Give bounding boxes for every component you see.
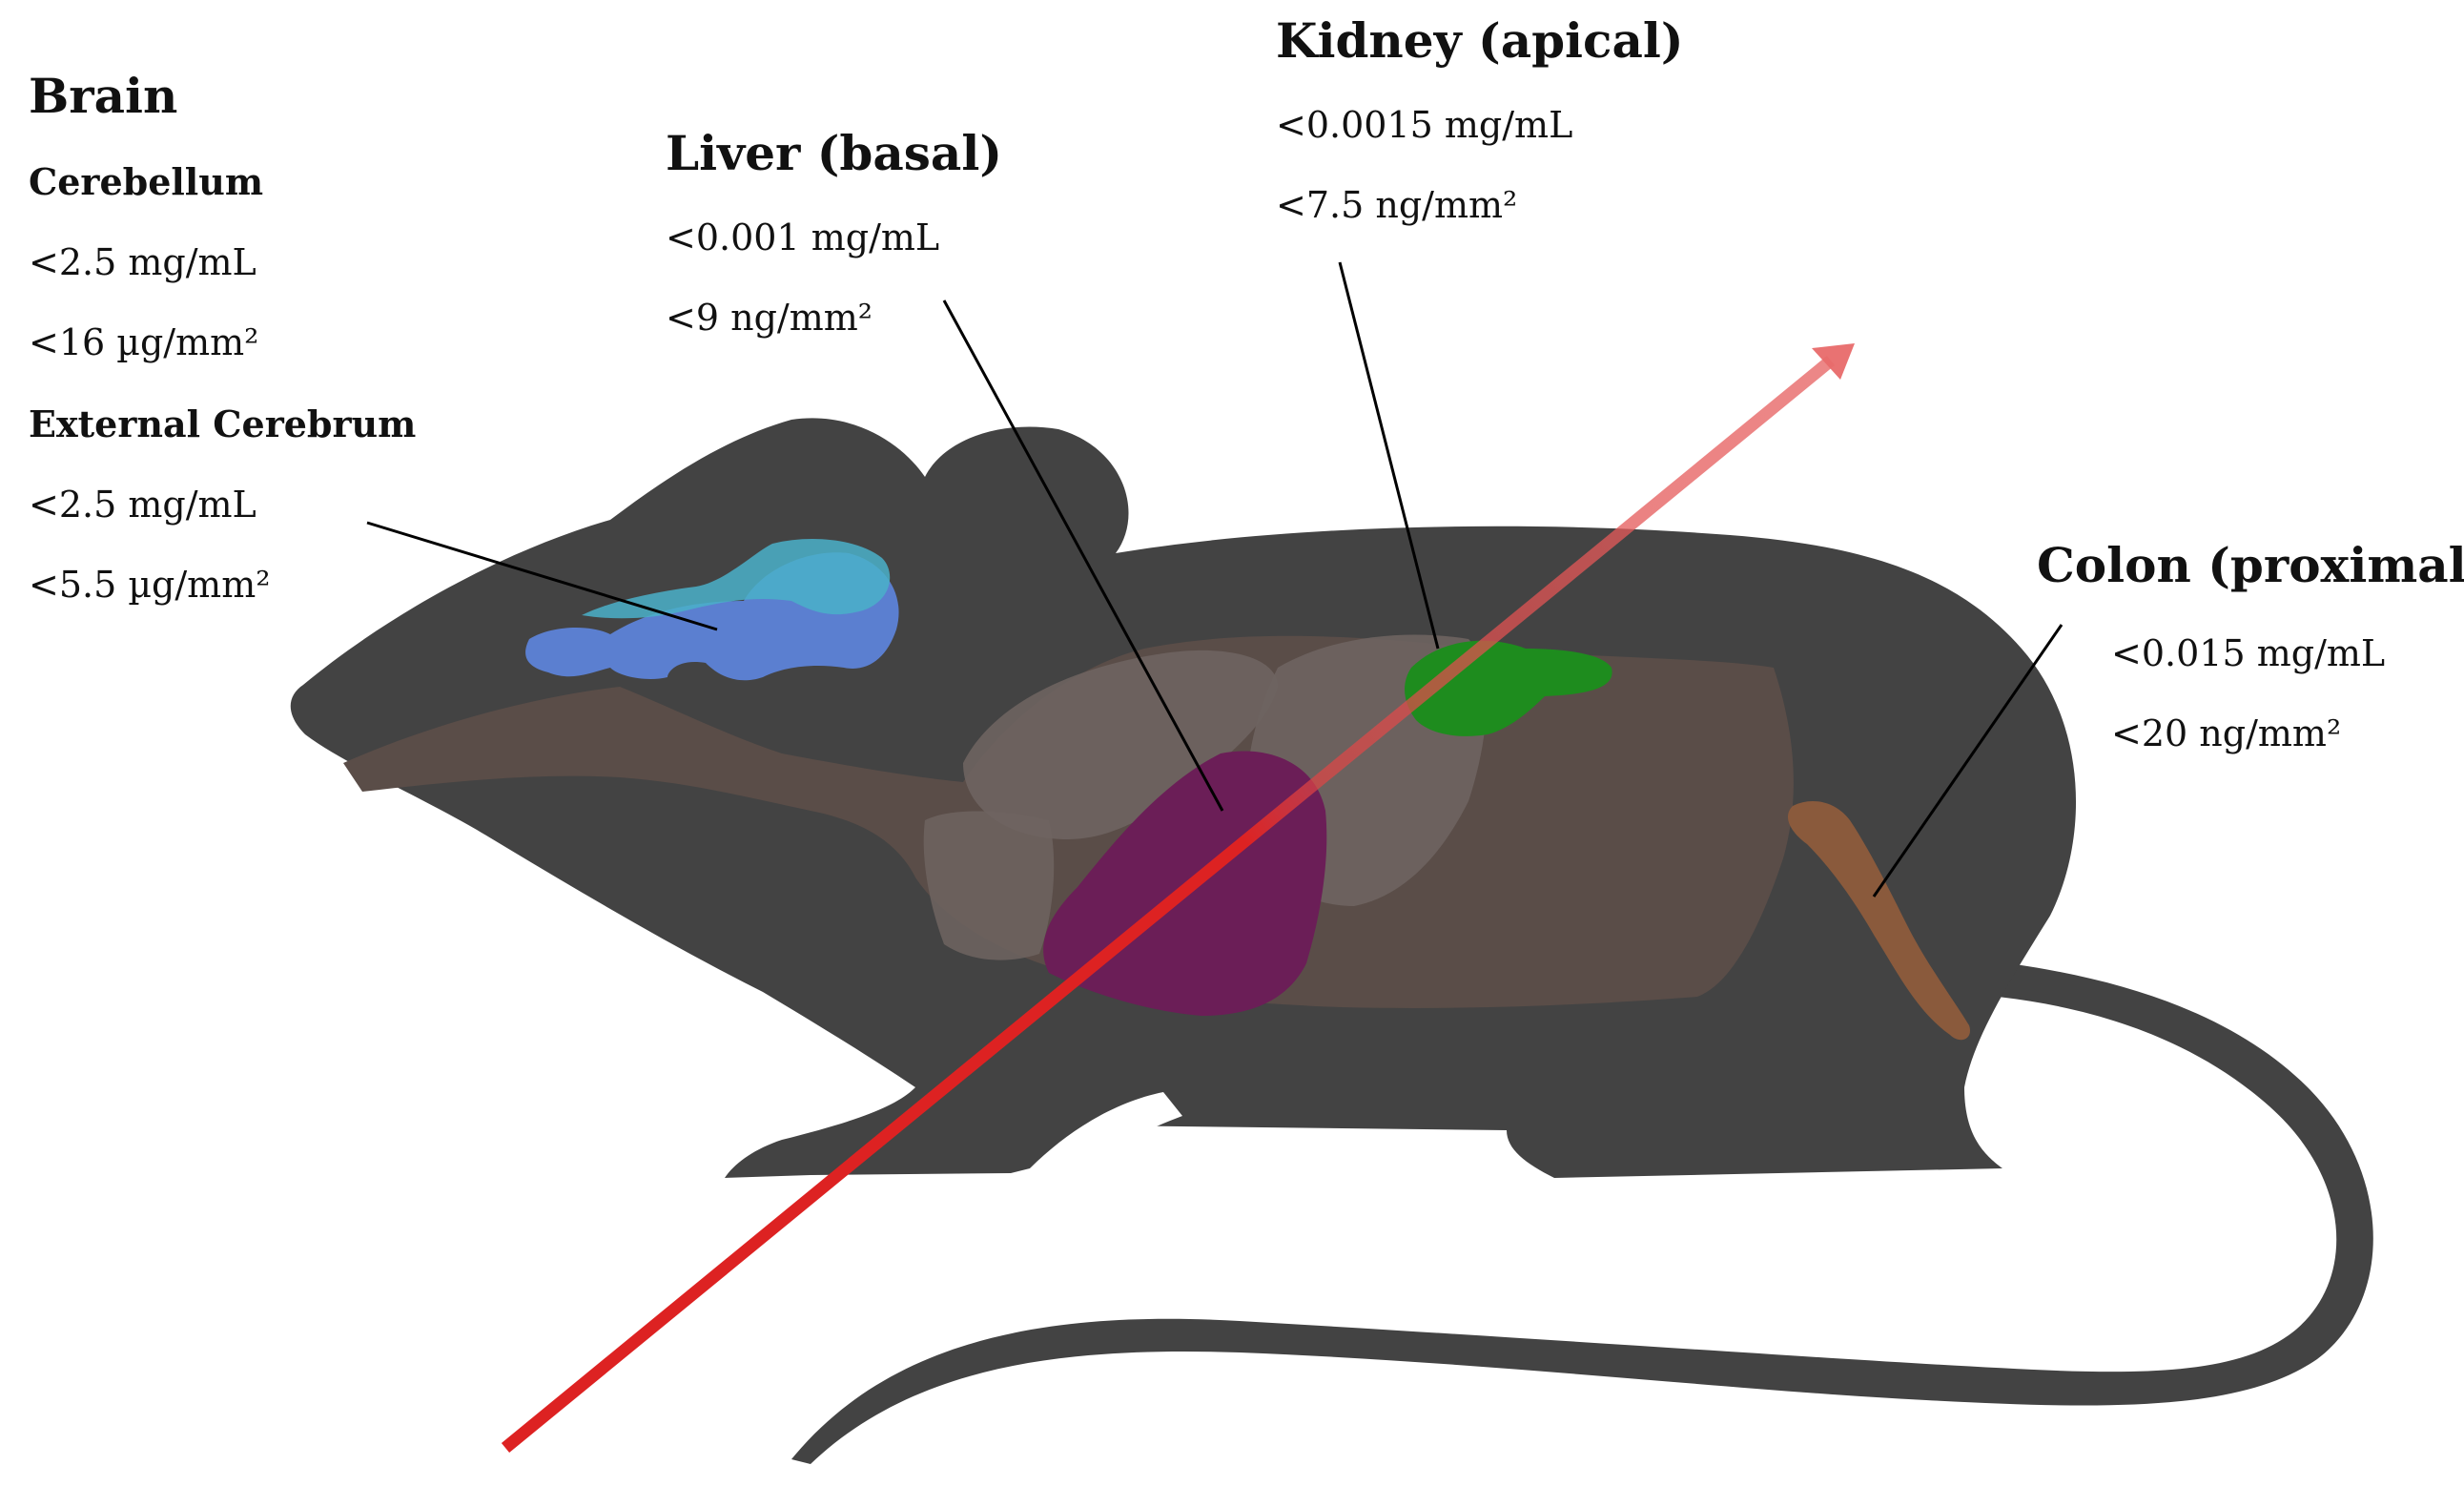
cerebellum-concentration: <2.5 mg/mL [29, 241, 257, 283]
liver-concentration: <0.001 mg/mL [666, 217, 940, 258]
brain-title: Brain [29, 68, 178, 124]
colon-region [1788, 801, 1970, 1041]
beam-arrow-head [1812, 343, 1855, 380]
front-paw [1030, 1092, 1182, 1173]
colon-leader-line [1872, 624, 2064, 898]
liver-surface-density: <9 ng/mm² [666, 297, 873, 339]
lower-thorax [923, 811, 1055, 960]
liver-leader-line [942, 299, 1224, 812]
thoracic-region [963, 650, 1278, 839]
colon-title: Colon (proximal) [2037, 537, 2464, 593]
external-cerebrum-surface-density: <5.5 µg/mm² [29, 564, 271, 606]
liver-title: Liver (basal) [666, 125, 1002, 181]
colon-concentration: <0.015 mg/mL [2111, 632, 2386, 674]
brain-leader-line [366, 521, 718, 631]
cerebellum-surface-density: <16 µg/mm² [29, 321, 259, 363]
colon-surface-density: <20 ng/mm² [2111, 712, 2342, 754]
cerebellum-label: Cerebellum [29, 160, 264, 203]
mouse-tail [791, 954, 2373, 1464]
beam-arrow [501, 355, 1836, 1454]
kidney-leader-line [1338, 261, 1440, 650]
external-cerebrum-region [582, 539, 891, 619]
external-cerebrum-concentration: <2.5 mg/mL [29, 484, 257, 526]
kidney-concentration: <0.0015 mg/mL [1276, 104, 1573, 146]
kidney-surface-density: <7.5 ng/mm² [1276, 184, 1518, 226]
external-cerebrum-label: External Cerebrum [29, 402, 417, 445]
kidney-title: Kidney (apical) [1276, 12, 1684, 69]
